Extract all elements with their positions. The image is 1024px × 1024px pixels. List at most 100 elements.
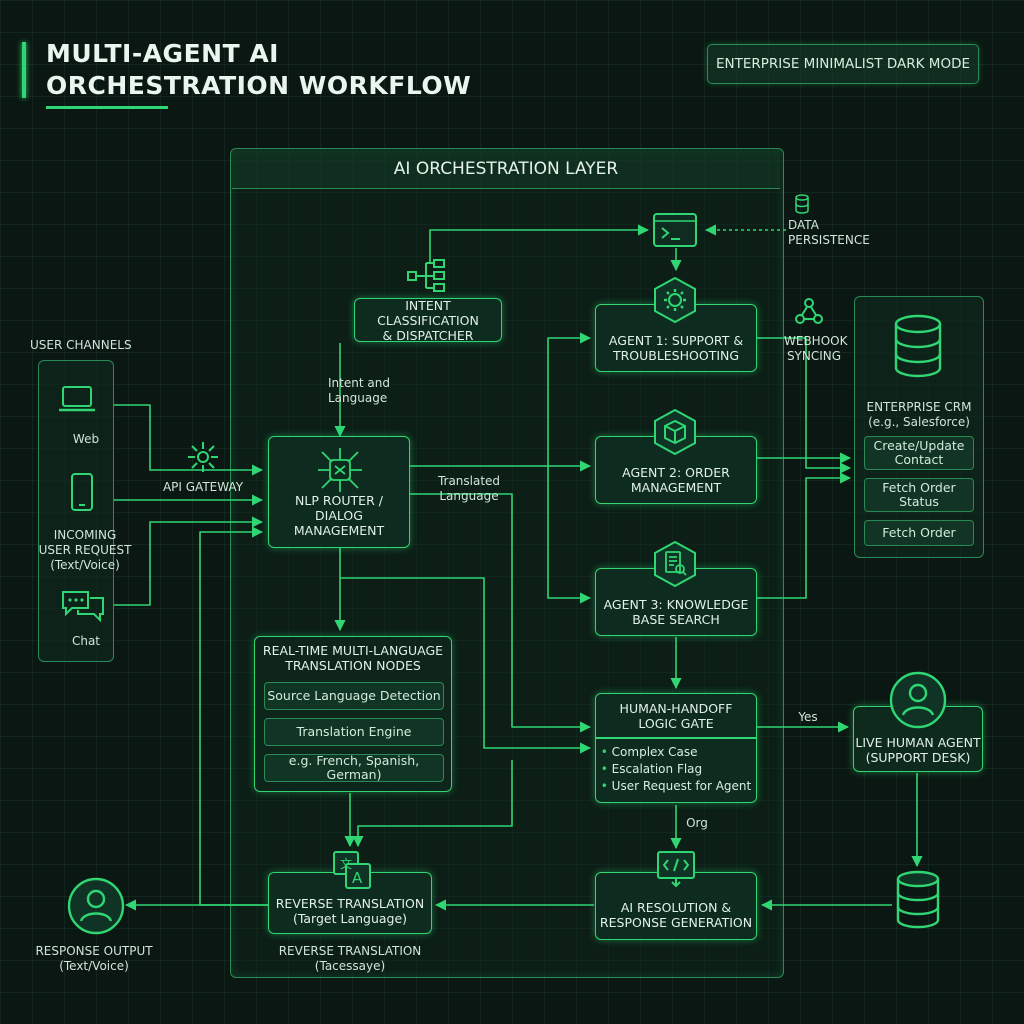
intent-language-line-1: Intent and <box>328 376 390 390</box>
api-gateway-icon <box>186 440 220 478</box>
svg-text:A: A <box>352 869 363 887</box>
package-hexagon-icon <box>652 408 698 460</box>
svg-text:文: 文 <box>340 856 352 871</box>
reverse-translation-caption: REVERSE TRANSLATION (Tacessaye) <box>250 944 450 974</box>
gear-hexagon-icon <box>652 276 698 328</box>
incoming-request-line-1: INCOMING <box>53 528 117 542</box>
title-accent-bar <box>22 42 26 98</box>
crm-action-fetch-order: Fetch Order <box>864 520 974 546</box>
incoming-request-line-2: USER REQUEST <box>38 543 132 557</box>
code-file-icon <box>656 850 696 892</box>
webhook-line-2: SYNCING <box>786 349 842 363</box>
handoff-title-line-1: HUMAN-HANDOFF <box>619 701 733 716</box>
crm-title-line-2: (e.g., Salesforce) <box>868 415 970 429</box>
translated-language-line-2: Language <box>439 489 499 503</box>
document-search-icon <box>652 540 698 592</box>
wire-router-to-handoff-b <box>340 577 592 754</box>
wire-chat-to-router <box>113 516 264 606</box>
live-agent-line-1: LIVE HUMAN AGENT <box>855 735 981 750</box>
console-icon <box>652 212 698 252</box>
channel-web-label: Web <box>72 432 100 446</box>
title-line-2: ORCHESTRATION WORKFLOW <box>46 71 472 100</box>
crm-title-line-1: ENTERPRISE CRM <box>866 400 972 414</box>
wire-agent1-to-crm <box>756 337 852 474</box>
nlp-router-line-1: NLP ROUTER / <box>295 493 383 508</box>
agent-1-line-2: TROUBLESHOOTING <box>612 348 740 363</box>
webhook-icon <box>794 296 824 330</box>
hierarchy-icon <box>406 258 446 298</box>
chat-icon <box>60 588 106 628</box>
wire-intent-to-console <box>429 224 650 262</box>
incoming-request-line-3: (Text/Voice) <box>50 558 120 572</box>
handoff-criterion: User Request for Agent <box>601 778 752 795</box>
source-language-detection: Source Language Detection <box>264 682 444 710</box>
human-handoff-gate-box: HUMAN-HANDOFF LOGIC GATE Complex Case Es… <box>595 693 757 803</box>
incoming-request-label: INCOMING USER REQUEST (Text/Voice) <box>30 528 140 573</box>
nlp-router-box: NLP ROUTER / DIALOG MANAGEMENT <box>268 436 410 548</box>
yes-label: Yes <box>798 710 818 724</box>
agent-1-line-1: AGENT 1: SUPPORT & <box>608 333 744 348</box>
user-channels-title: USER CHANNELS <box>30 338 132 352</box>
wire-web-to-router <box>113 404 264 476</box>
intent-classification-box: INTENT CLASSIFICATION & DISPATCHER <box>354 297 502 343</box>
database-icon <box>890 314 946 384</box>
intent-line-1: INTENT CLASSIFICATION <box>377 297 479 328</box>
crm-action-2-line-1: Fetch Order <box>882 480 956 495</box>
ai-resolution-line-1: AI RESOLUTION & <box>620 900 732 915</box>
reverse-translation-line-2: (Target Language) <box>292 911 408 926</box>
translation-nodes-title-line-1: REAL-TIME MULTI-LANGUAGE <box>262 643 444 658</box>
crm-action-2-line-2: Status <box>899 494 939 509</box>
agent-2-line-2: MANAGEMENT <box>630 480 722 495</box>
api-gateway-label: API GATEWAY <box>162 480 244 494</box>
live-human-agent-box: LIVE HUMAN AGENT (SUPPORT DESK) <box>853 706 983 772</box>
webhook-label: WEBHOOK SYNCING <box>784 334 848 364</box>
title-underline <box>46 106 168 109</box>
wire-router-to-agent1 <box>547 332 592 466</box>
data-persistence-line-1: DATA <box>788 218 819 232</box>
agent-3-line-1: AGENT 3: KNOWLEDGE <box>603 597 749 612</box>
database-small-icon <box>794 194 810 218</box>
translated-language-line-1: Translated <box>437 474 501 488</box>
human-agent-icon <box>888 670 948 734</box>
live-agent-line-2: (SUPPORT DESK) <box>865 750 971 765</box>
translation-nodes-title-line-2: TRANSLATION NODES <box>285 658 421 673</box>
database-storage-icon <box>894 870 942 934</box>
router-hub-icon <box>314 444 366 500</box>
crm-action-1-line-1: Create/Update <box>873 438 965 453</box>
org-label: Org <box>686 816 708 830</box>
reverse-translation-line-1: REVERSE TRANSLATION <box>275 896 425 911</box>
reverse-caption-line-1: REVERSE TRANSLATION <box>278 944 422 958</box>
title-line-1: MULTI-AGENT AI <box>46 39 279 68</box>
response-output-label: RESPONSE OUTPUT (Text/Voice) <box>30 944 158 974</box>
page-title: MULTI-AGENT AI ORCHESTRATION WORKFLOW <box>46 38 471 102</box>
handoff-criterion: Complex Case <box>601 744 751 761</box>
user-avatar-icon <box>66 876 126 940</box>
wire-router-to-handoff-a <box>410 493 592 733</box>
handoff-title-line-2: LOGIC GATE <box>638 716 714 731</box>
translation-languages: e.g. French, Spanish, German) <box>264 754 444 782</box>
crm-title: ENTERPRISE CRM (e.g., Salesforce) <box>854 400 984 430</box>
agent-2-line-1: AGENT 2: ORDER <box>622 465 730 480</box>
mode-badge: ENTERPRISE MINIMALIST DARK MODE <box>707 44 979 84</box>
channel-chat-label: Chat <box>71 634 101 648</box>
enterprise-crm-panel <box>854 296 984 558</box>
agent-3-line-2: BASE SEARCH <box>632 612 720 627</box>
data-persistence-line-2: PERSISTENCE <box>788 233 870 247</box>
orchestration-layer-title: AI ORCHESTRATION LAYER <box>232 150 780 189</box>
intent-language-label: Intent and Language <box>328 376 418 406</box>
handoff-divider <box>596 737 756 739</box>
wire-router-to-agent3 <box>547 466 592 604</box>
handoff-criteria-list: Complex Case Escalation Flag User Reques… <box>601 744 752 795</box>
handoff-criterion: Escalation Flag <box>601 761 751 778</box>
data-persistence-label: DATA PERSISTENCE <box>788 218 878 248</box>
laptop-icon <box>58 384 96 418</box>
wire-agent3-to-crm <box>756 472 852 599</box>
webhook-line-1: WEBHOOK <box>784 334 848 348</box>
nlp-router-line-2: DIALOG MANAGEMENT <box>293 508 385 538</box>
reverse-caption-line-2: (Tacessaye) <box>314 959 386 973</box>
intent-language-line-2: Language <box>328 391 388 405</box>
wire-handoff-to-reverse <box>352 760 513 848</box>
phone-icon <box>70 472 94 516</box>
